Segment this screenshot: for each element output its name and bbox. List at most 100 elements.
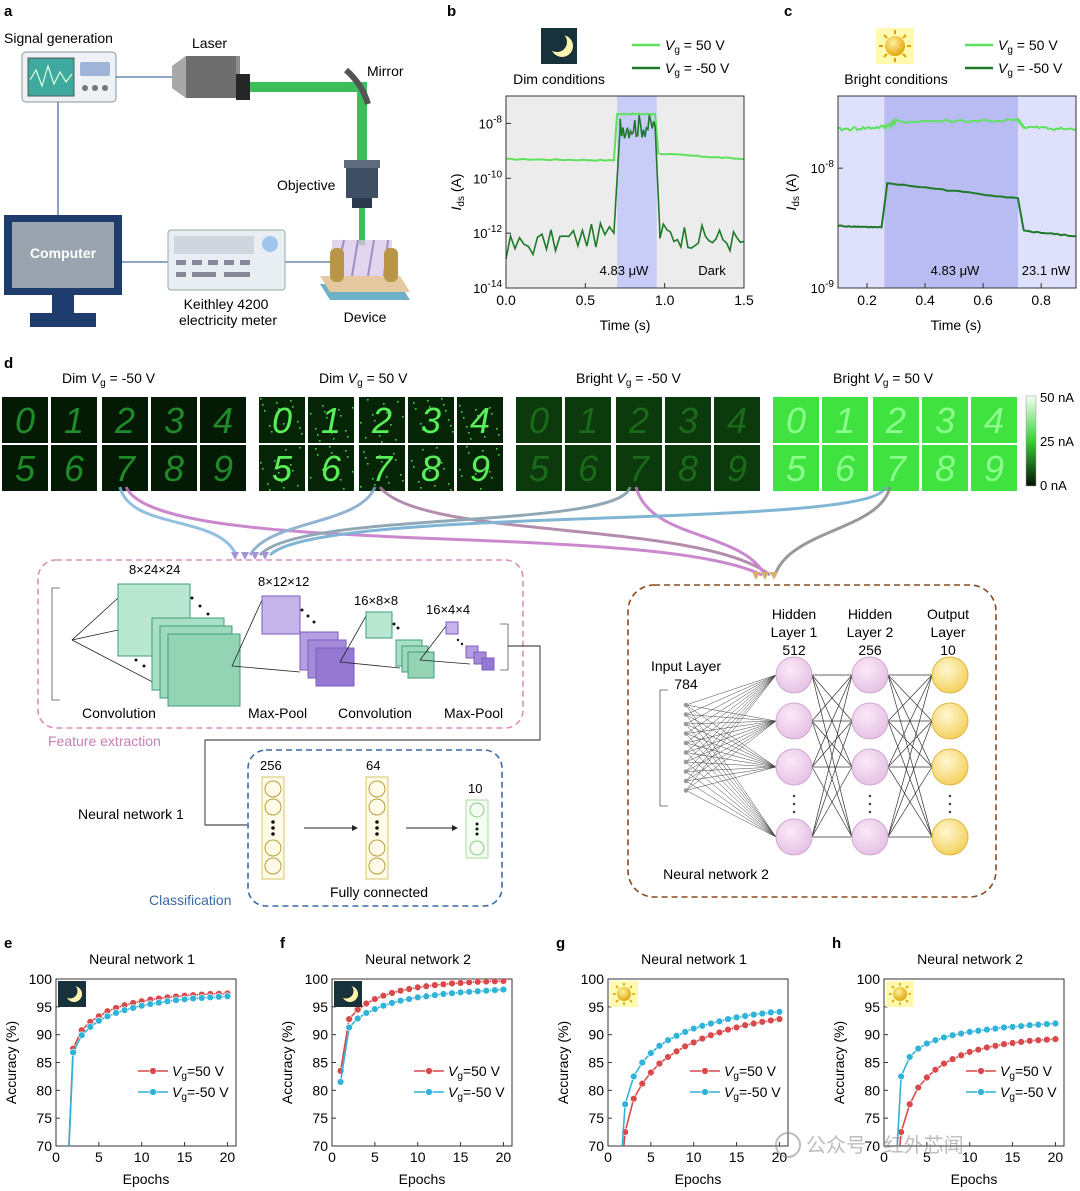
wechat-icon bbox=[775, 1132, 801, 1158]
nn2-network bbox=[659, 656, 969, 856]
ytick: 90 bbox=[588, 1027, 604, 1043]
accuracy-point bbox=[103, 1012, 112, 1020]
ytick: 80 bbox=[864, 1082, 880, 1098]
accuracy-point bbox=[405, 985, 413, 993]
accuracy-point bbox=[431, 981, 439, 989]
digit-glyph: 1 bbox=[835, 400, 855, 441]
light-window-c bbox=[884, 96, 1018, 288]
legend-c-50: Vg = 50 V bbox=[998, 37, 1058, 56]
accuracy-point bbox=[1026, 1037, 1034, 1045]
panel-letter-e: e bbox=[4, 935, 12, 952]
digit-glyph: 3 bbox=[678, 400, 698, 441]
accuracy-point bbox=[172, 996, 180, 1004]
accuracy-point bbox=[672, 1047, 681, 1056]
accuracy-point bbox=[940, 1033, 948, 1042]
power-on-c: 4.83 μW bbox=[931, 263, 980, 278]
digit-image: 0 bbox=[516, 397, 562, 443]
accuracy-point bbox=[630, 1072, 638, 1081]
digit-glyph: 9 bbox=[984, 448, 1004, 489]
ylabel-b: Ids (A) bbox=[448, 173, 467, 210]
digit-image: 5 bbox=[2, 445, 48, 491]
accuracy-point bbox=[906, 1053, 914, 1061]
accuracy-point bbox=[1017, 1038, 1025, 1046]
accuracy-point bbox=[474, 979, 482, 986]
feature-extraction-label: Feature extraction bbox=[48, 733, 161, 749]
digit-image: 4 bbox=[200, 397, 246, 443]
nn2-out-l2: Layer bbox=[930, 624, 965, 640]
moon-icon bbox=[334, 981, 362, 1007]
digit-glyph: 6 bbox=[321, 448, 342, 489]
accuracy-point bbox=[655, 1042, 664, 1050]
accuracy-point bbox=[655, 1059, 664, 1068]
legend-label: Vg=-50 V bbox=[724, 1084, 781, 1103]
accuracy-point bbox=[931, 1066, 940, 1074]
digit-glyph: 6 bbox=[64, 448, 85, 489]
digit-image: 3 bbox=[665, 397, 711, 443]
ytick: 75 bbox=[36, 1110, 52, 1126]
classification-label: Classification bbox=[149, 892, 231, 908]
ytick: 100 bbox=[305, 971, 329, 987]
digit-image: 1 bbox=[308, 397, 354, 443]
accuracy-point bbox=[1051, 1035, 1060, 1043]
accuracy-point bbox=[681, 1042, 689, 1051]
accuracy-point bbox=[362, 999, 370, 1008]
digit-glyph: 5 bbox=[786, 448, 807, 489]
hidden-node bbox=[851, 818, 889, 856]
colorbar-min: 0 nA bbox=[1040, 478, 1067, 493]
ytick: 85 bbox=[36, 1055, 52, 1071]
accuracy-point bbox=[974, 1045, 982, 1054]
accuracy-point bbox=[715, 1017, 724, 1026]
accuracy-point bbox=[750, 1019, 758, 1028]
digit-glyph: 2 bbox=[114, 400, 135, 441]
cnn-layers bbox=[51, 583, 541, 826]
accuracy-point bbox=[621, 1100, 629, 1108]
accuracy-point bbox=[923, 1039, 931, 1048]
accuracy-point bbox=[923, 1073, 931, 1082]
accuracy-point bbox=[379, 991, 388, 1000]
panel-letter-d: d bbox=[4, 355, 13, 372]
accuracy-point bbox=[664, 1053, 672, 1061]
nn2-out-l3: 10 bbox=[940, 642, 956, 658]
xtick-b: 1.5 bbox=[734, 292, 754, 308]
accuracy-point bbox=[1017, 1022, 1025, 1030]
power-off-b: Dark bbox=[698, 263, 726, 278]
accuracy-point bbox=[775, 1008, 784, 1016]
fully-connected-label: Fully connected bbox=[330, 884, 428, 900]
series-b-50 bbox=[506, 112, 745, 162]
accuracy-point bbox=[491, 979, 499, 985]
accuracy-point bbox=[974, 1027, 982, 1035]
feature-extraction-box bbox=[37, 559, 524, 729]
ytick: 70 bbox=[312, 1138, 328, 1154]
accuracy-point bbox=[948, 1055, 957, 1063]
digit-glyph: 7 bbox=[115, 448, 137, 489]
input-node bbox=[683, 702, 689, 708]
accuracy-point bbox=[482, 979, 490, 986]
nn2-h1-l3: 512 bbox=[782, 642, 806, 658]
hidden-node bbox=[851, 702, 889, 740]
accuracy-point bbox=[69, 1048, 77, 1057]
digit-image: 2 bbox=[102, 397, 148, 443]
digit-glyph: 2 bbox=[628, 400, 649, 441]
accuracy-point bbox=[439, 980, 448, 988]
accuracy-point bbox=[180, 995, 189, 1004]
input-node bbox=[683, 721, 689, 727]
accuracy-point bbox=[163, 997, 172, 1005]
input-node bbox=[683, 740, 689, 746]
accuracy-point bbox=[991, 1042, 1000, 1050]
accuracy-point bbox=[1034, 1020, 1042, 1029]
accuracy-point bbox=[647, 1068, 655, 1077]
accuracy-point bbox=[414, 993, 422, 1002]
laser-icon bbox=[172, 56, 250, 100]
sun-icon bbox=[610, 981, 638, 1007]
label-laser: Laser bbox=[192, 35, 227, 51]
accuracy-point bbox=[758, 1018, 766, 1026]
accuracy-point bbox=[638, 1079, 646, 1088]
cnn-op-3: Convolution bbox=[338, 705, 412, 721]
xtick: 0 bbox=[604, 1149, 612, 1165]
digit-image: 7 bbox=[102, 445, 148, 491]
ytick: 75 bbox=[864, 1110, 880, 1126]
accuracy-point bbox=[388, 989, 396, 997]
accuracy-title: Neural network 2 bbox=[917, 951, 1023, 967]
